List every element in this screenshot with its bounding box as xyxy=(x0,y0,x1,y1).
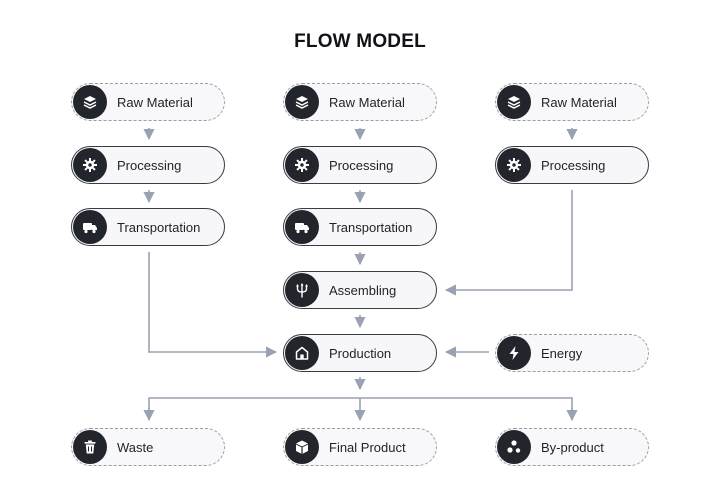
node-production: Production xyxy=(283,334,437,372)
node-label: Energy xyxy=(541,345,583,361)
node-raw-material-3: Raw Material xyxy=(495,83,649,121)
node-label: Raw Material xyxy=(329,94,405,110)
truck-icon xyxy=(73,210,107,244)
node-label: Processing xyxy=(117,157,182,173)
node-processing-1: Processing xyxy=(71,146,225,184)
node-label: Final Product xyxy=(329,439,406,455)
node-label: By-product xyxy=(541,439,604,455)
node-transportation-2: Transportation xyxy=(283,208,437,246)
node-assembling: Assembling xyxy=(283,271,437,309)
node-waste: Waste xyxy=(71,428,225,466)
node-label: Processing xyxy=(541,157,606,173)
diagram-title: FLOW MODEL xyxy=(294,31,426,52)
node-label: Assembling xyxy=(329,282,397,298)
trident-icon xyxy=(285,273,319,307)
node-label: Raw Material xyxy=(541,94,617,110)
arrow-trans1-production xyxy=(148,252,278,358)
trash-icon xyxy=(73,430,107,464)
layers-icon xyxy=(285,85,319,119)
node-label: Raw Material xyxy=(117,94,193,110)
gear-icon xyxy=(73,148,107,182)
cube-icon xyxy=(285,430,319,464)
lightning-icon xyxy=(497,336,531,370)
gear-icon xyxy=(285,148,319,182)
node-label: Processing xyxy=(329,157,394,173)
node-transportation-1: Transportation xyxy=(71,208,225,246)
node-raw-material-2: Raw Material xyxy=(283,83,437,121)
layers-icon xyxy=(73,85,107,119)
node-by-product: By-product xyxy=(495,428,649,466)
arrow-proc3-assembling xyxy=(444,190,573,296)
gear-icon xyxy=(497,148,531,182)
node-label: Production xyxy=(329,345,392,361)
node-energy: Energy xyxy=(495,334,649,372)
molecule-icon xyxy=(497,430,531,464)
truck-icon xyxy=(285,210,319,244)
house-icon xyxy=(285,336,319,370)
node-processing-2: Processing xyxy=(283,146,437,184)
node-raw-material-1: Raw Material xyxy=(71,83,225,121)
node-processing-3: Processing xyxy=(495,146,649,184)
node-label: Transportation xyxy=(117,219,201,235)
node-final-product: Final Product xyxy=(283,428,437,466)
layers-icon xyxy=(497,85,531,119)
node-label: Waste xyxy=(117,439,154,455)
node-label: Transportation xyxy=(329,219,413,235)
